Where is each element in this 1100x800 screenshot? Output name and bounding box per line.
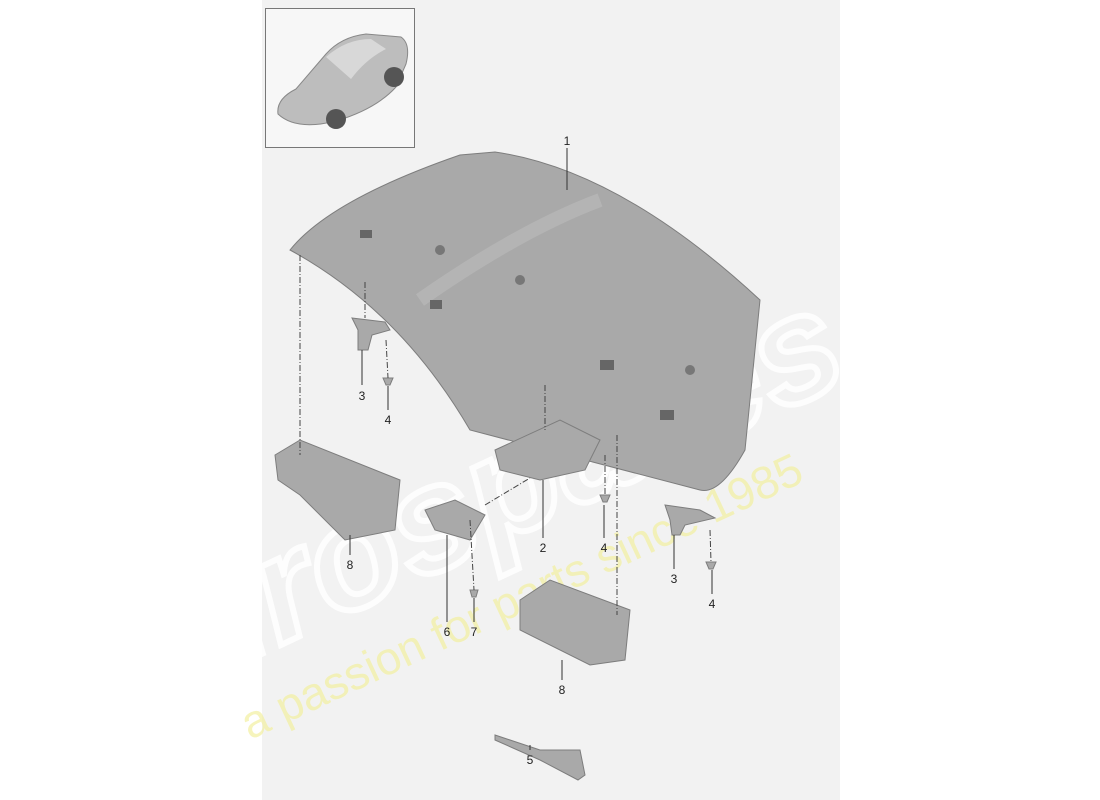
bracket-left <box>351 317 391 351</box>
roof-lining <box>289 151 761 491</box>
bracket-right <box>664 504 717 536</box>
callout-8: 8 <box>559 683 566 697</box>
screw-center <box>599 494 611 503</box>
callout-8: 8 <box>347 558 354 572</box>
callout-4: 4 <box>601 541 608 555</box>
callout-3: 3 <box>671 572 678 586</box>
callout-1: 1 <box>564 134 571 148</box>
callout-leaders <box>349 148 713 750</box>
callouts: 1 2 3 4 4 8 3 4 6 7 8 5 <box>347 134 716 767</box>
screw-left <box>382 377 394 386</box>
callout-7: 7 <box>471 625 478 639</box>
latch <box>424 499 486 541</box>
callout-2: 2 <box>540 541 547 555</box>
leader-lines <box>299 255 712 615</box>
foam-block-left <box>274 439 401 541</box>
screw-right <box>705 561 717 570</box>
callout-3: 3 <box>359 389 366 403</box>
callout-5: 5 <box>527 753 534 767</box>
vehicle-thumbnail <box>265 8 415 148</box>
callout-6: 6 <box>444 625 451 639</box>
lock <box>494 419 601 481</box>
foam-block-center <box>519 579 631 666</box>
screw-latch <box>469 589 479 598</box>
callout-4: 4 <box>385 413 392 427</box>
callout-4: 4 <box>709 597 716 611</box>
cable <box>494 734 586 781</box>
car-icon <box>277 33 409 129</box>
